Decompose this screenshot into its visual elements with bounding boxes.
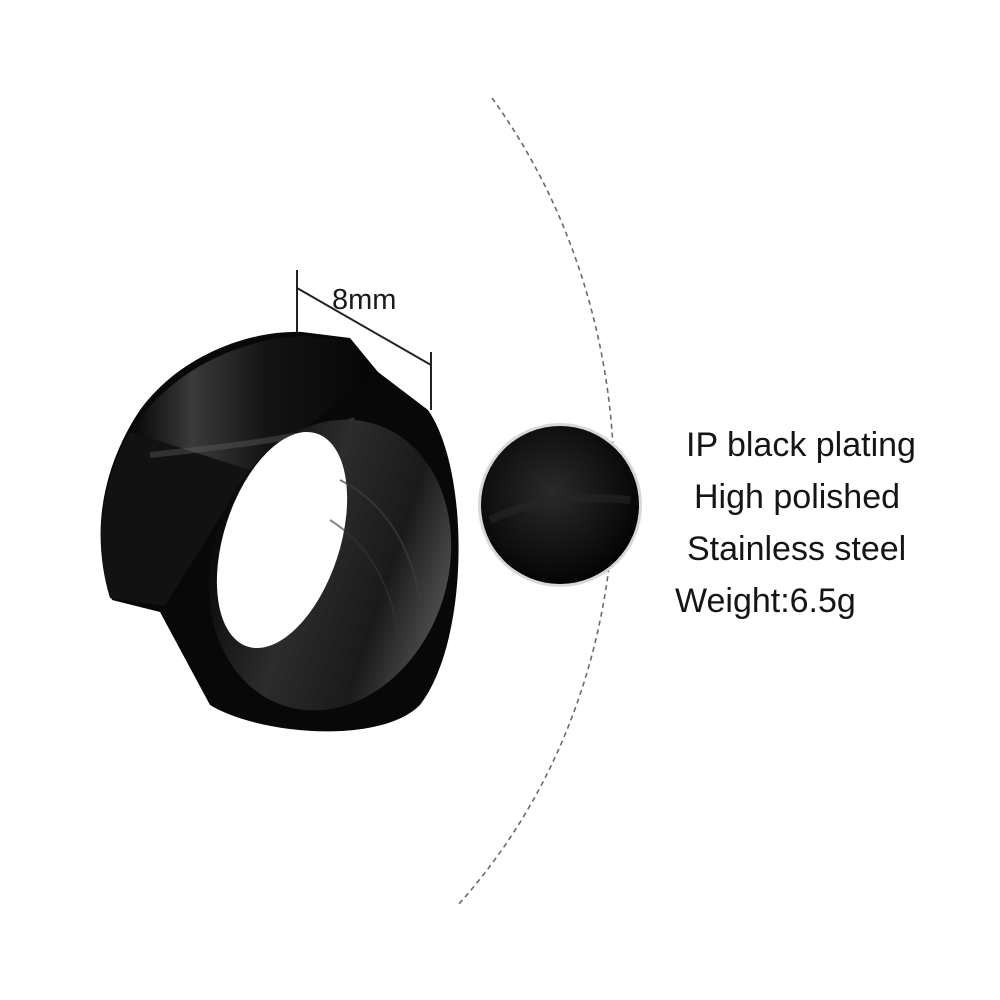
- spec-material: Stainless steel: [687, 530, 907, 568]
- zoom-detail-circle: [478, 423, 642, 587]
- spec-finish: High polished: [694, 478, 901, 516]
- spec-plating: IP black plating: [686, 426, 916, 464]
- width-dimension-label: 8mm: [332, 284, 397, 316]
- spec-weight: Weight:6.5g: [675, 582, 856, 620]
- ring-body: [100, 331, 459, 732]
- dashed-arc: [457, 97, 615, 906]
- dimension-bracket: [296, 270, 432, 410]
